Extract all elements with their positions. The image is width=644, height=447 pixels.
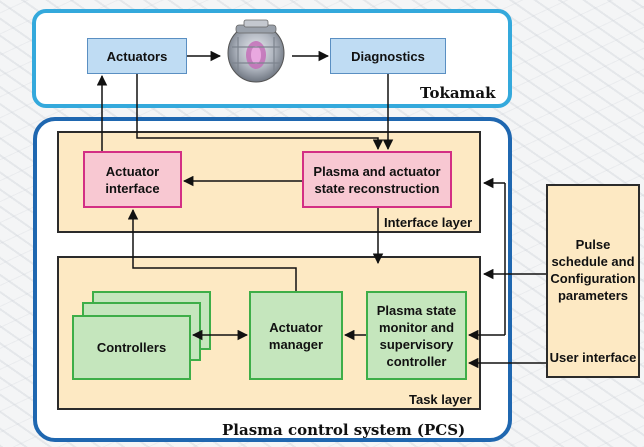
arrow-actuators-to-reconstruction	[136, 74, 384, 151]
actuators-box: Actuators	[87, 38, 187, 74]
tokamak-vessel-icon	[227, 19, 285, 83]
task-layer-label: Task layer	[409, 392, 472, 407]
pulse-schedule-box: Pulse schedule and Configuration paramet…	[546, 184, 640, 378]
state-reconstruction-box: Plasma and actuator state reconstruction	[302, 151, 452, 208]
actuator-manager-box: Actuator manager	[249, 291, 343, 380]
user-interface-label: User interface	[549, 350, 637, 365]
pulse-schedule-label: Pulse schedule and Configuration paramet…	[550, 237, 636, 303]
supervisory-controller-box: Plasma state monitor and supervisory con…	[366, 291, 467, 380]
diagnostics-box: Diagnostics	[330, 38, 446, 74]
actuator-interface-box: Actuator interface	[83, 151, 182, 208]
controllers-box: Controllers	[72, 315, 191, 380]
tokamak-label: Tokamak	[420, 84, 496, 102]
interface-layer-label: Interface layer	[384, 215, 473, 230]
arrow-manager-to-interface	[127, 208, 297, 291]
pcs-label: Plasma control system (PCS)	[222, 421, 466, 439]
